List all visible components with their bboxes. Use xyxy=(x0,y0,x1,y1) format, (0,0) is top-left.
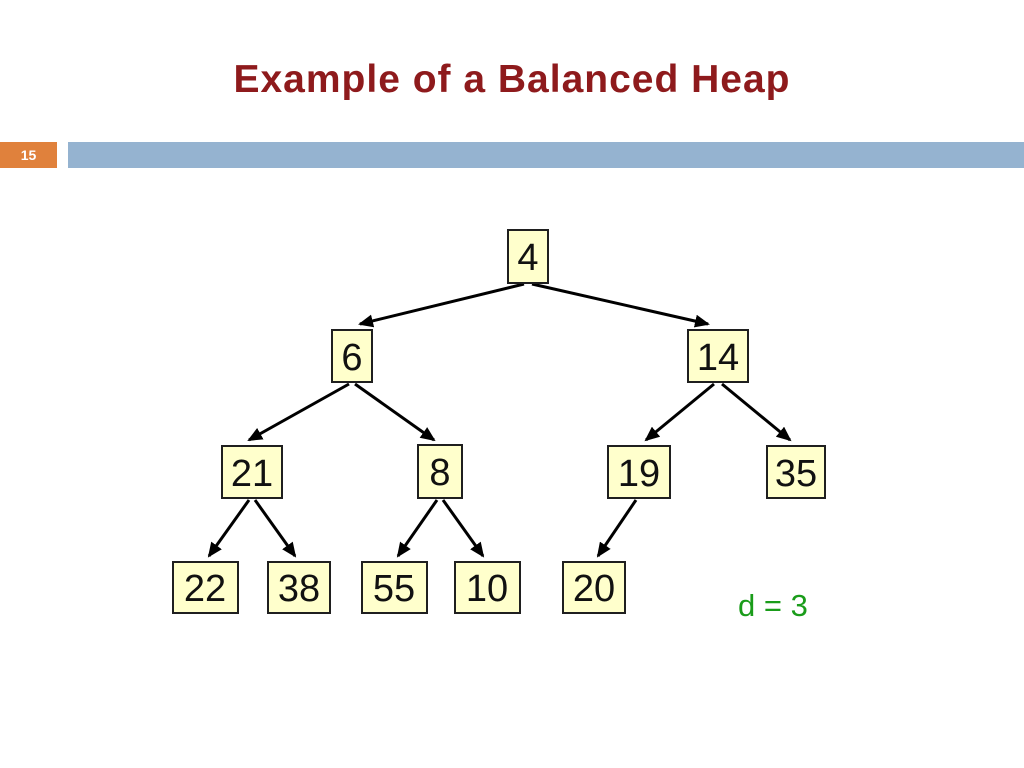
tree-node-4: 4 xyxy=(507,229,549,284)
tree-node-21: 21 xyxy=(221,445,283,499)
tree-node-20: 20 xyxy=(562,561,626,614)
node-value: 8 xyxy=(429,452,450,494)
node-value: 4 xyxy=(517,237,538,279)
edge-8-10 xyxy=(441,499,485,558)
edge-14-35 xyxy=(721,382,792,442)
node-box xyxy=(267,561,331,614)
node-box xyxy=(562,561,626,614)
node-box xyxy=(361,561,428,614)
page-number-badge: 15 xyxy=(0,142,57,168)
header-bar xyxy=(68,142,1024,168)
tree-node-10: 10 xyxy=(454,561,521,614)
edge-14-19 xyxy=(644,382,715,442)
node-box xyxy=(417,444,463,499)
tree-node-22: 22 xyxy=(172,561,239,614)
node-box xyxy=(331,329,373,383)
tree-nodes: 4 6 14 21 8 19 xyxy=(172,229,826,614)
node-box xyxy=(172,561,239,614)
node-box xyxy=(507,229,549,284)
node-value: 21 xyxy=(231,453,273,495)
page-number: 15 xyxy=(20,147,37,163)
edge-4-14 xyxy=(531,282,710,328)
edge-21-38 xyxy=(253,499,297,558)
node-value: 20 xyxy=(573,568,615,610)
tree-node-55: 55 xyxy=(361,561,428,614)
node-box xyxy=(454,561,521,614)
tree-edges xyxy=(207,282,792,558)
node-box xyxy=(607,445,671,499)
edge-6-8 xyxy=(354,382,436,442)
edge-4-6 xyxy=(358,282,525,328)
node-value: 19 xyxy=(618,453,660,495)
node-box xyxy=(221,445,283,499)
tree-node-14: 14 xyxy=(687,329,749,383)
depth-annotation: d = 3 xyxy=(738,588,808,623)
node-value: 35 xyxy=(775,453,817,495)
edge-21-22 xyxy=(207,499,251,558)
node-box xyxy=(766,445,826,499)
node-value: 22 xyxy=(184,568,226,610)
tree-node-19: 19 xyxy=(607,445,671,499)
node-value: 38 xyxy=(278,568,320,610)
node-value: 55 xyxy=(373,568,415,610)
node-value: 6 xyxy=(341,337,362,379)
tree-node-38: 38 xyxy=(267,561,331,614)
tree-node-8: 8 xyxy=(417,444,463,499)
slide-title: Example of a Balanced Heap xyxy=(233,58,791,101)
node-box xyxy=(687,329,749,383)
edge-8-55 xyxy=(396,499,439,558)
edge-19-20 xyxy=(596,499,638,558)
tree-node-35: 35 xyxy=(766,445,826,499)
edge-6-21 xyxy=(247,382,350,442)
tree-node-6: 6 xyxy=(331,329,373,383)
node-value: 10 xyxy=(466,568,508,610)
node-value: 14 xyxy=(697,337,739,379)
